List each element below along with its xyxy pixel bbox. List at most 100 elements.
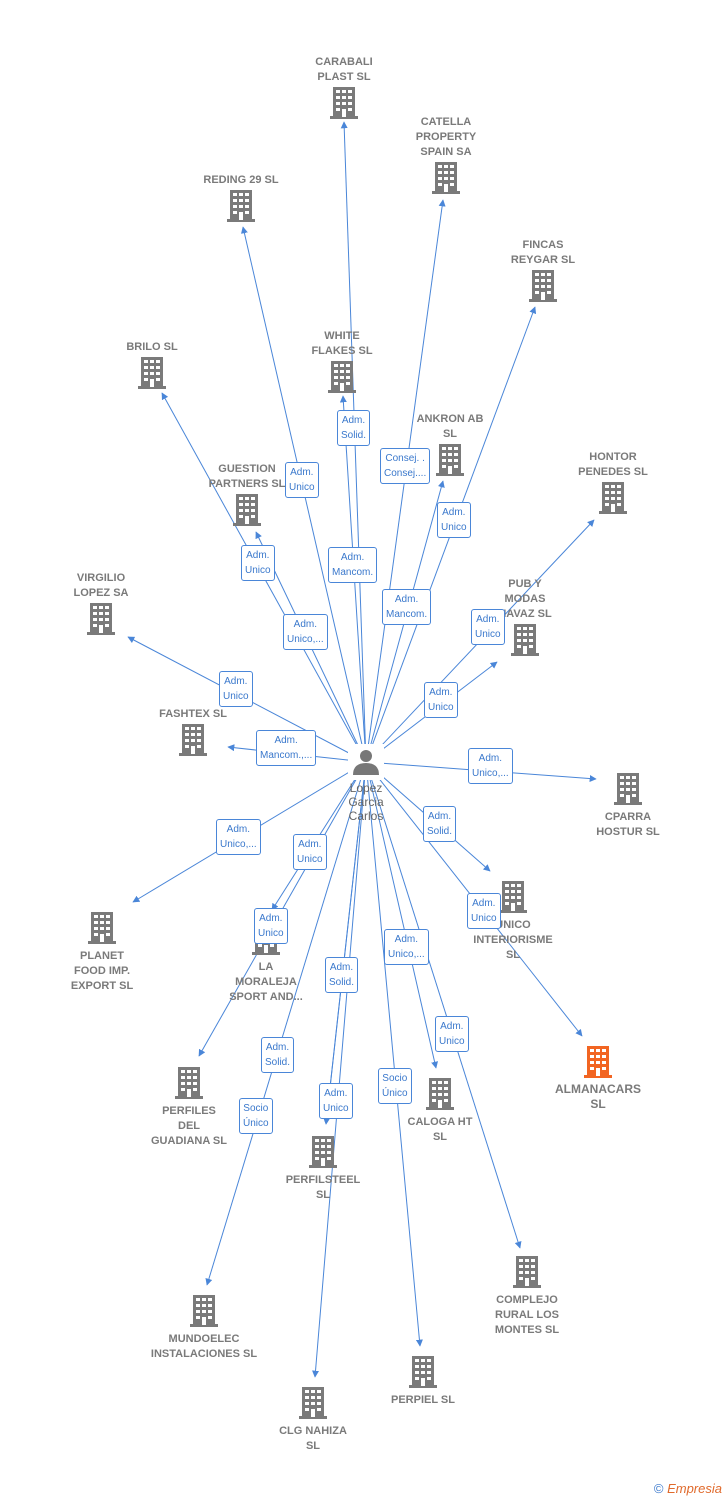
edge-role-text: Unico <box>258 928 284 939</box>
edge-role-label[interactable]: Adm.Solid. <box>261 1037 295 1073</box>
edge-role-text: Solid. <box>427 826 453 837</box>
edge-role-text: Adm. <box>340 552 365 563</box>
company-node-brilo[interactable]: BRILO SL <box>126 341 178 389</box>
edge-role-label[interactable]: Consej. .Consej.... <box>380 448 431 484</box>
edge-role-label[interactable]: Adm.Unico <box>241 545 275 581</box>
edge-role-label[interactable]: Adm.Unico <box>471 609 505 645</box>
edge-role-text: Unico <box>289 482 315 493</box>
person-name: Carlos <box>349 809 384 823</box>
company-name: PENEDES SL <box>578 466 648 478</box>
edge-role-label[interactable]: Adm.Unico <box>285 462 319 498</box>
edge-role-label[interactable]: Adm.Unico <box>424 682 458 718</box>
brand-name: Empresia <box>667 1481 722 1496</box>
building-icon <box>299 1387 327 1419</box>
building-icon <box>432 162 460 194</box>
company-node-fincas[interactable]: FINCAS REYGAR SL <box>511 239 575 302</box>
edge-role-text: Adm. <box>394 594 419 605</box>
edge-role-text: Adm. <box>429 687 453 698</box>
copyright-icon: © <box>653 1481 664 1496</box>
edge-role-label[interactable]: Adm.Unico <box>254 908 288 944</box>
edge-role-label[interactable]: Adm.Unico <box>319 1083 353 1119</box>
edge-role-text: Adm. <box>226 824 251 835</box>
company-name: FINCAS <box>523 239 564 251</box>
building-icon <box>330 87 358 119</box>
company-name: UNICO <box>495 919 531 931</box>
edge-role-label[interactable]: Adm.Unico,... <box>468 748 513 784</box>
edge-role-label[interactable]: Adm.Mancom. <box>328 547 378 583</box>
edge-role-label[interactable]: Adm. Unico,... <box>283 614 328 650</box>
edge-role-label[interactable]: Adm. Mancom. <box>382 589 432 625</box>
building-icon <box>179 724 207 756</box>
building-icon <box>511 624 539 656</box>
company-name: MUNDOELEC <box>169 1333 240 1345</box>
edge-role-label[interactable]: Adm.Unico <box>435 1016 469 1052</box>
edge-role-label[interactable]: Adm.Solid. <box>337 410 371 446</box>
building-icon <box>614 773 642 805</box>
edge-role-text: Adm. <box>293 619 318 630</box>
edge-role-label[interactable]: Adm.Unico <box>293 834 327 870</box>
edge-role-label[interactable]: Adm.Unico <box>467 893 501 929</box>
edge-role-text: Adm. <box>440 1021 464 1032</box>
edge-clg <box>312 761 367 1378</box>
edge-role-text: Unico,... <box>220 839 257 850</box>
company-name: PERFILES <box>162 1105 216 1117</box>
edge-role-label[interactable]: Adm.Solid. <box>325 957 359 993</box>
company-node-fashtex[interactable]: FASHTEX SL <box>159 708 227 756</box>
company-name: PERPIEL SL <box>391 1394 455 1406</box>
building-icon <box>233 494 261 526</box>
edge-role-text: Unico,... <box>287 634 324 645</box>
company-node-reding[interactable]: REDING 29 SL <box>203 174 279 222</box>
edge-role-label[interactable]: Adm.Solid. <box>423 806 457 842</box>
edge-role-label[interactable]: Adm.Unico <box>219 671 253 707</box>
footer-brand[interactable]: © Empresia <box>654 1481 722 1496</box>
company-node-cparra[interactable]: CPARRA HOSTUR SL <box>596 773 660 838</box>
building-icon <box>599 482 627 514</box>
edge-role-label[interactable]: Adm. Unico,... <box>216 819 261 855</box>
edge-role-text: Adm. <box>476 614 500 625</box>
edge-role-text: Único <box>382 1088 408 1099</box>
edge-role-text: Consej. . <box>385 453 425 464</box>
company-name: HOSTUR SL <box>596 826 660 838</box>
edge-caloga <box>365 761 439 1069</box>
company-name: FASHTEX SL <box>159 708 227 720</box>
edge-role-text: Adm. <box>246 550 270 561</box>
building-icon <box>309 1136 337 1168</box>
building-icon <box>227 190 255 222</box>
company-name: SPAIN SA <box>420 146 471 158</box>
edge-role-label[interactable]: Adm.Unico <box>437 502 471 538</box>
edge-role-text: Mancom. <box>386 609 428 620</box>
edge-role-label[interactable]: Adm.Unico,... <box>384 929 429 965</box>
edge-role-text: Adm. <box>274 735 298 746</box>
company-name: NAVAZ SL <box>498 608 552 620</box>
edge-role-text: Solid. <box>329 977 355 988</box>
company-name: REYGAR SL <box>511 254 575 266</box>
edge-role-label[interactable]: Adm.Mancom.,... <box>256 730 317 766</box>
company-name: CPARRA <box>605 811 651 823</box>
company-name: COMPLEJO <box>496 1294 558 1306</box>
company-node-perpiel[interactable]: PERPIEL SL <box>391 1356 455 1406</box>
building-icon <box>529 270 557 302</box>
